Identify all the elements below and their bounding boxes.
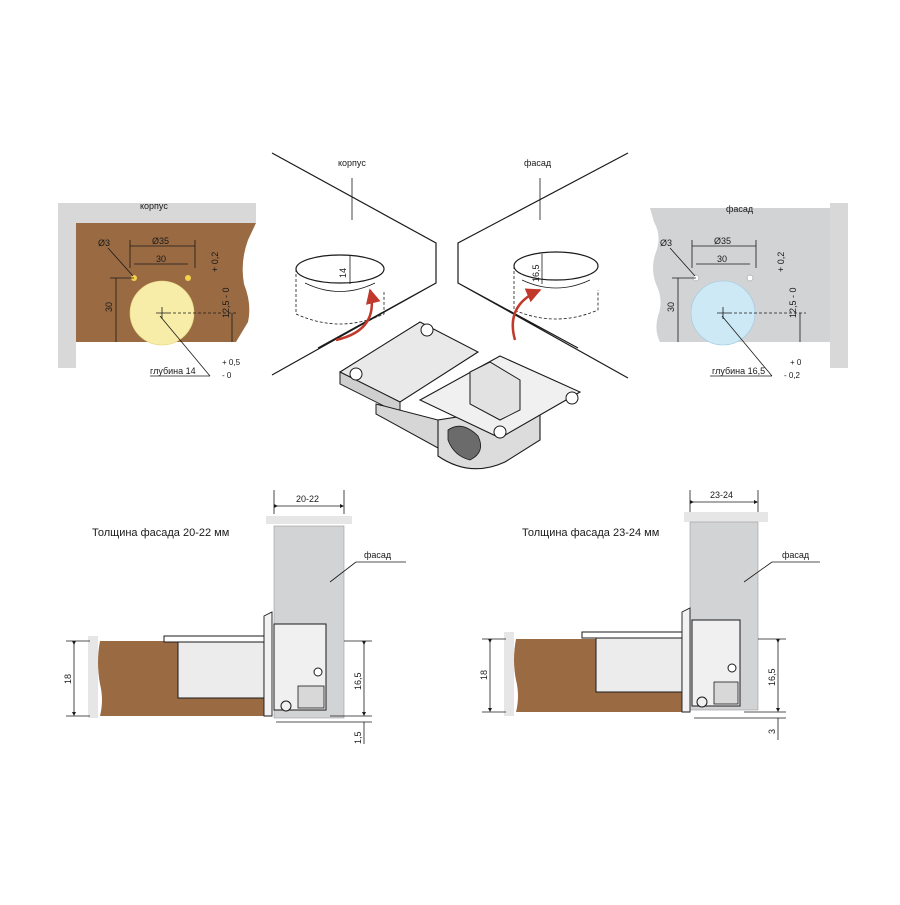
section-left-facade-label: фасад — [364, 550, 392, 560]
facade-offset-plus: + 0,2 — [776, 252, 786, 272]
hinge-screw-hole-3 — [565, 391, 579, 405]
corpus-iso-cup-body — [295, 269, 385, 325]
section-right-hinge-plate — [595, 637, 683, 693]
iso-facade-label: фасад — [524, 158, 552, 168]
facade-depth-tol-plus: + 0 — [790, 358, 802, 367]
corpus-30v-label: 30 — [104, 302, 114, 312]
facade-30h-label: 30 — [717, 254, 727, 264]
corpus-depth-tol-plus: + 0,5 — [222, 358, 241, 367]
corpus-depth-tol-minus: - 0 — [222, 371, 232, 380]
corpus-panel-title: корпус — [140, 201, 168, 211]
facade-insert-arrow — [511, 288, 542, 341]
iso-corpus-label: корпус — [338, 158, 366, 168]
facade-edge-strip — [830, 203, 848, 368]
facade-depth-tol-minus: - 0,2 — [784, 371, 801, 380]
facade-panel-title: фасад — [726, 204, 754, 214]
corpus-depth-label: глубина 14 — [150, 366, 196, 376]
corpus-d3-label: Ø3 — [98, 238, 110, 248]
hinge-screw-hole-1 — [349, 367, 363, 381]
section-left-facade-leader — [329, 561, 357, 583]
iso-depth-right: 16,5 — [531, 264, 541, 282]
corpus-side-strip — [58, 203, 76, 368]
section-right-165: 16,5 — [767, 668, 777, 686]
hinge-screw-hole-2 — [420, 323, 434, 337]
section-right-facade-label: фасад — [782, 550, 810, 560]
corpus-depth-leader — [159, 315, 211, 377]
corpus-insert-arrow — [335, 288, 381, 342]
facade-depth-label: глубина 16,5 — [712, 366, 765, 376]
hinge-spring — [447, 425, 482, 461]
section-left-title: Толщина фасада 20-22 мм — [92, 527, 229, 539]
section-left-165: 16,5 — [353, 672, 363, 690]
facade-pin-hole-right — [746, 274, 754, 282]
corpus-board-outline — [271, 152, 437, 376]
corpus-drilling-panel: корпус Ø35 30 Ø3 30 + 0,2 12,5 - 0 глуби… — [58, 201, 256, 380]
section-right-3: 3 — [767, 729, 777, 734]
corpus-pin-hole-right — [185, 275, 191, 281]
section-right-title: Толщина фасада 23-24 мм — [522, 527, 659, 539]
section-left-15: 1,5 — [353, 731, 363, 744]
corpus-edge-strip — [58, 203, 256, 223]
section-right: Толщина фасада 23-24 мм 23-24 фасад 18 1… — [479, 490, 820, 740]
section-right-18: 18 — [479, 670, 489, 680]
corpus-offset-main: 12,5 - 0 — [221, 287, 231, 318]
section-left-hinge-plate — [177, 641, 265, 699]
facade-d35-label: Ø35 — [714, 236, 731, 246]
facade-drilling-panel: фасад Ø35 30 Ø3 30 + 0,2 12,5 - 0 глубин… — [650, 203, 848, 380]
facade-d3-leader — [669, 247, 696, 277]
isometric-view: корпус 14 фасад 16,5 — [271, 152, 629, 470]
hinge-screw-hole-4 — [493, 425, 507, 439]
corpus-d3-leader — [107, 247, 134, 277]
facade-30v-label: 30 — [666, 302, 676, 312]
section-left-top-dim: 20-22 — [296, 494, 319, 504]
facade-depth-leader — [721, 315, 773, 377]
corpus-30h-label: 30 — [156, 254, 166, 264]
iso-depth-left: 14 — [338, 268, 348, 278]
corpus-hole-center-mark — [156, 307, 168, 319]
section-left-18: 18 — [63, 674, 73, 684]
hinge-iso-body — [338, 321, 582, 470]
section-right-facade-leader — [743, 561, 773, 583]
facade-offset-main: 12,5 - 0 — [788, 287, 798, 318]
section-right-top-dim: 23-24 — [710, 490, 733, 500]
facade-d3-label: Ø3 — [660, 238, 672, 248]
corpus-offset-plus: + 0,2 — [210, 252, 220, 272]
facade-iso-cup-body — [513, 266, 599, 320]
hinge-knuckle — [469, 361, 521, 421]
section-left: Толщина фасада 20-22 мм 20-22 фасад 18 1… — [63, 490, 406, 744]
corpus-d35-label: Ø35 — [152, 236, 169, 246]
facade-board-outline — [457, 152, 629, 379]
facade-iso-cup-top — [513, 251, 599, 281]
